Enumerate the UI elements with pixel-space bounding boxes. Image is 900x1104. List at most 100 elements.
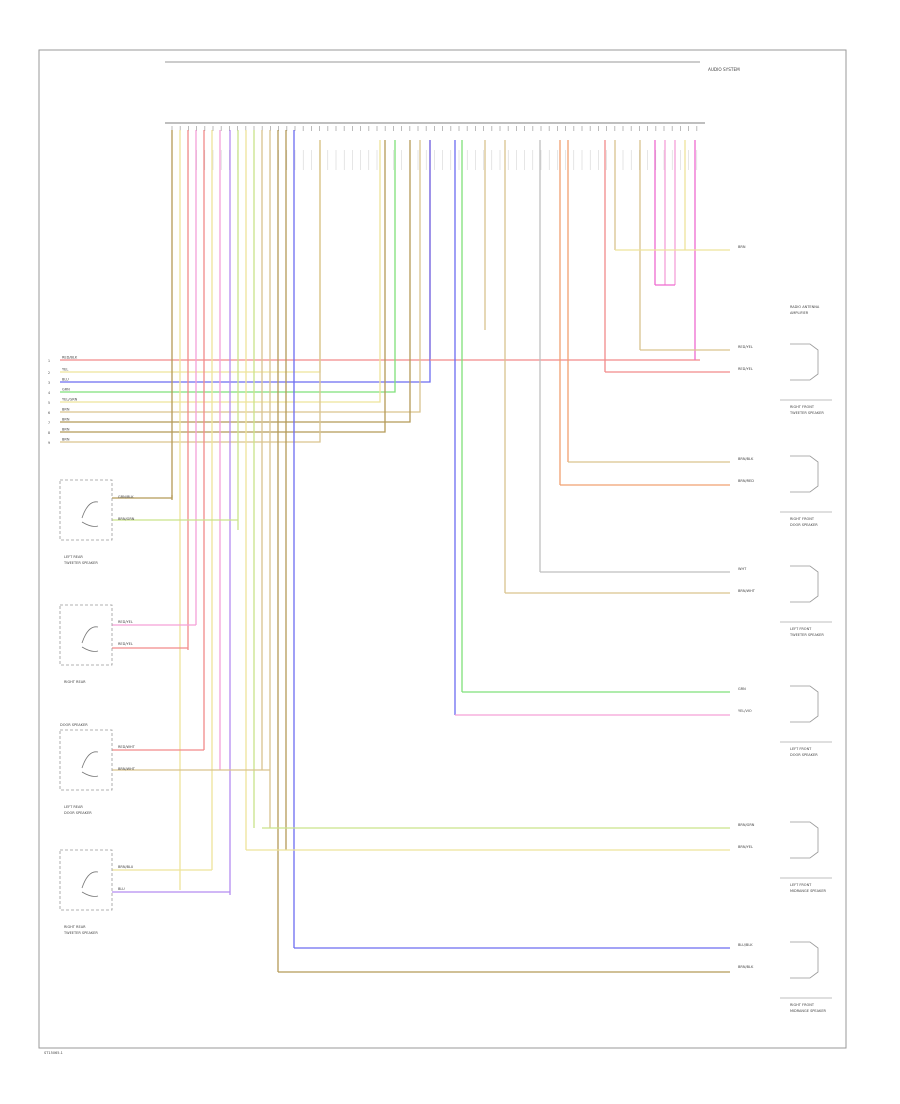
wire-label: RED/YEL <box>118 620 133 624</box>
speaker-box <box>59 604 113 666</box>
right-component: RED/YEL RED/YEL RIGHT FRONT TWEETER SPEAKER <box>738 343 832 415</box>
wire-label: BLU/BLK <box>738 943 753 947</box>
bus-wire <box>60 140 411 423</box>
bus-pin-number: 3 <box>48 381 50 385</box>
component-name: LEFT REAR <box>64 555 83 559</box>
bus-wire-label: BRN <box>62 408 70 412</box>
bus-wire-label: BRN <box>62 438 70 442</box>
wire-label: BRN/GRN <box>738 823 755 827</box>
wire-label: GRN/BLK <box>118 495 134 499</box>
wire-label: RED/WHT <box>118 745 136 749</box>
speaker-box <box>59 729 113 791</box>
bus-wire-label: GRN <box>62 388 70 392</box>
speaker-icon <box>81 871 99 897</box>
bus-wire-label: BRN <box>62 428 70 432</box>
header-title: AUDIO SYSTEM <box>708 67 740 72</box>
connector-pin-marks <box>171 126 698 170</box>
wire-label: BLU <box>118 887 125 891</box>
feed <box>112 495 173 499</box>
component-name: LEFT FRONT <box>790 883 812 887</box>
speaker-box <box>59 479 113 541</box>
bus-pin-number: 6 <box>48 411 50 415</box>
bus-wire-label: YEL/GRN <box>62 398 78 402</box>
wire-label: BRN/BLK <box>738 965 754 969</box>
wire-label: BRN/WHT <box>738 589 756 593</box>
bus-pin-number: 2 <box>48 371 50 375</box>
bus-pin-number: 7 <box>48 421 50 425</box>
bus-pin-number: 1 <box>48 359 50 363</box>
component-name: RADIO ANTENNA <box>790 305 820 309</box>
wire-label: BRN <box>738 245 746 249</box>
speaker-icon <box>81 626 99 652</box>
right-component: WHT BRN/WHT LEFT FRONT TWEETER SPEAKER <box>738 565 832 637</box>
component-name: LEFT FRONT <box>790 747 812 751</box>
component-name-2: TWEETER SPEAKER <box>63 561 98 565</box>
bus-wire <box>60 140 381 403</box>
bus-wire-label: YEL <box>62 368 68 372</box>
footer-code: ST15065.1 <box>44 1051 63 1055</box>
wire-label: RED/YEL <box>118 642 133 646</box>
wire-label: BRN/BLK <box>738 457 754 461</box>
speaker-symbol <box>790 343 819 381</box>
bus-wire <box>60 140 431 361</box>
wire-label: BRN/WHT <box>118 767 136 771</box>
bus-pin-number: 4 <box>48 391 50 395</box>
component-name: LEFT REAR <box>64 805 83 809</box>
component-name: RIGHT REAR <box>64 680 86 684</box>
component-name: RIGHT REAR <box>64 925 86 929</box>
component-name: LEFT FRONT <box>790 627 812 631</box>
bus-wire-label: RED/BLK <box>62 356 78 360</box>
speaker-symbol <box>790 565 819 603</box>
component-name: RIGHT FRONT <box>790 405 815 409</box>
bus-wire-label: BRN <box>62 418 70 422</box>
bus-wire <box>60 140 386 433</box>
speaker-box <box>59 849 113 911</box>
wire-label: BRN/BLU <box>118 865 134 869</box>
wire-label: BRN/RED <box>738 479 754 483</box>
component-name-2: DOOR SPEAKER <box>64 811 92 815</box>
component-name-2: AMPLIFIER <box>790 311 809 315</box>
component-name: RIGHT FRONT <box>790 1003 815 1007</box>
component-name-2: MIDRANGE SPEAKER <box>790 1009 827 1013</box>
speaker-icon <box>81 501 99 527</box>
bus-pin-number: 5 <box>48 401 50 405</box>
speaker-symbol <box>790 685 819 723</box>
right-component: BLU/BLK BRN/BLK RIGHT FRONT MIDRANGE SPEAKE… <box>738 941 832 1013</box>
bus-wire <box>60 140 321 373</box>
wire-label: RED/YEL <box>738 367 753 371</box>
speaker-icon <box>81 751 99 777</box>
wire-label: GRN <box>738 687 746 691</box>
speaker-symbol <box>790 455 819 493</box>
left-component: DOOR SPEAKER LEFT REAR DOOR SPEAKER RED/WHT… <box>59 723 136 815</box>
component-name-2: DOOR SPEAKER <box>790 523 818 527</box>
wire-label: BRN/GRN <box>118 517 135 521</box>
component-name: RIGHT FRONT <box>790 517 815 521</box>
component-name-2: TWEETER SPEAKER <box>789 633 824 637</box>
right-component: BRN/BLK BRN/RED RIGHT FRONT DOOR SPEAKER <box>738 455 832 527</box>
component-name-2: TWEETER SPEAKER <box>789 411 824 415</box>
wire-label: BRN/YEL <box>738 845 753 849</box>
bus-pin-number: 8 <box>48 431 50 435</box>
left-components: LEFT REAR TWEETER SPEAKER GRN/BLK BRN/GRN RI… <box>59 479 136 935</box>
component-name-2: DOOR SPEAKER <box>790 753 818 757</box>
speaker-symbol <box>790 941 819 979</box>
right-component: BRN RADIO ANTENNA AMPLIFIER <box>738 245 820 315</box>
bus-wire-label: BLU <box>62 378 69 382</box>
component-name-2: TWEETER SPEAKER <box>63 931 98 935</box>
diagram-border <box>38 49 847 1049</box>
wire-label: RED/YEL <box>738 345 753 349</box>
bus-wire <box>60 140 396 393</box>
wire-layer <box>60 130 730 973</box>
component-top-label: DOOR SPEAKER <box>60 723 88 727</box>
bus-labels: RED/BLK1YEL2BLU3GRN4YEL/GRN5BRN6BRN7BRN8… <box>48 356 78 446</box>
bus-pin-number: 9 <box>48 441 50 445</box>
bus-wire <box>60 140 431 383</box>
speaker-symbol <box>790 821 819 859</box>
left-component: RIGHT REAR RED/YEL RED/YEL <box>59 604 133 684</box>
bus-wire <box>60 140 421 413</box>
wire-label: WHT <box>738 567 747 571</box>
